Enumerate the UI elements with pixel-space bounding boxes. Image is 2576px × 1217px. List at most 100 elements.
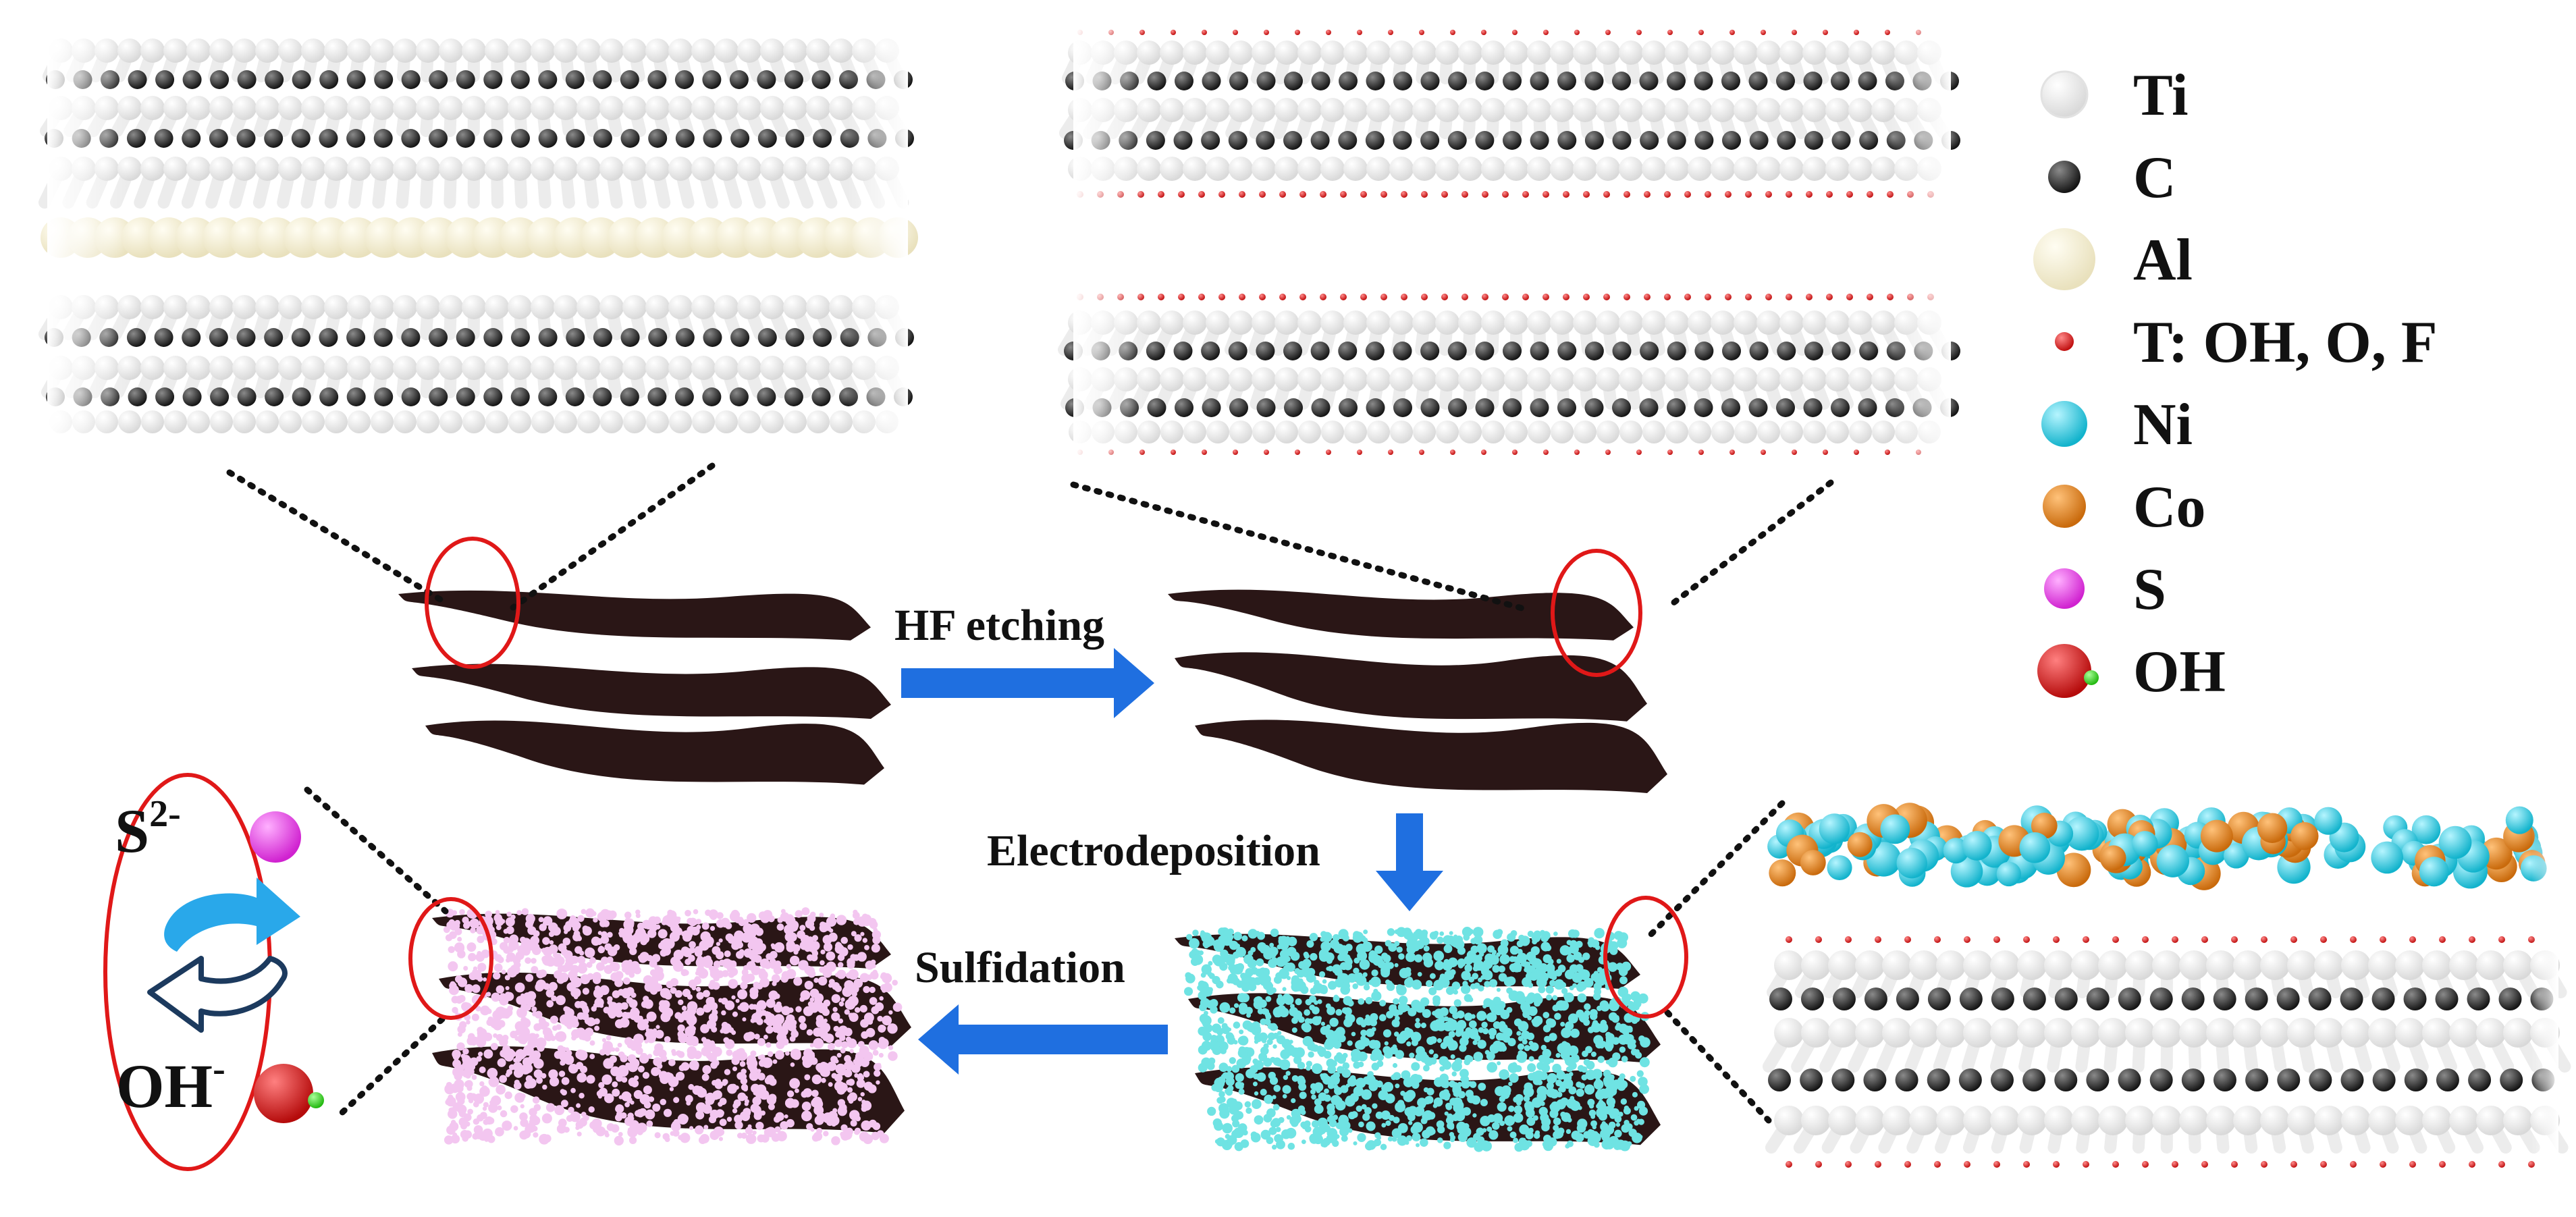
nico-deposit [1186,934,1193,940]
nico-deposit [1605,1031,1611,1038]
c-atom [483,387,503,406]
nico-deposit [1399,996,1408,1005]
ti-atom [554,356,578,380]
t-atom [1178,191,1185,198]
nico-deposit [1387,980,1393,987]
ti-atom [1389,98,1414,122]
nico-deposit [1621,1056,1628,1062]
c-atom [1175,398,1193,417]
nico-deposit [1486,1062,1498,1073]
nico-deposit [1264,1096,1271,1104]
ti-atom [163,356,188,380]
nico-deposit [1524,1082,1533,1091]
sulfide-deposit [712,946,721,955]
ti-atom [1848,310,1873,335]
ti-atom [1274,367,1299,391]
sulfide-deposit [568,1106,574,1114]
sulfide-deposit [691,1038,699,1047]
nico-deposit [1401,1070,1411,1080]
sulfide-deposit [819,1004,825,1011]
sulfide-deposit [673,958,682,968]
t-atom [1450,450,1455,455]
sulfide-deposit [768,1103,775,1110]
sulfide-deposit [743,948,753,958]
nico-deposit [1536,977,1547,988]
sulfide-deposit [645,1109,655,1120]
max-phase-sheets [398,590,891,785]
nico-deposit [1276,1139,1285,1150]
nico-deposit [1258,1032,1268,1042]
ti-atom [1413,421,1436,443]
hydroxide-ion-symbol: OH [116,1052,213,1120]
nico-deposit [1429,931,1438,940]
sulfide-deposit [486,992,491,997]
sulfide-deposit [718,938,723,943]
sulfidation-arrow [918,1004,1168,1075]
sulfide-deposit [630,1100,635,1105]
nico-deposit [1621,994,1630,1002]
ni-atom [2314,807,2342,835]
max-phase-structure [38,27,918,439]
sulfide-deposit [741,1083,749,1091]
nico-deposit [1232,1120,1240,1128]
ti-atom [2503,1018,2533,1048]
nico-deposit [1282,1085,1291,1094]
nico-deposit [1453,1102,1464,1113]
ti-atom [370,157,394,181]
nico-deposit [1615,1123,1621,1127]
ti-atom [623,410,646,433]
sulfide-deposit [689,1126,694,1131]
sulfide-deposit [536,970,545,979]
sulfide-deposit [854,934,862,942]
c-atom [1694,342,1714,360]
ti-atom [1734,421,1757,443]
sulfide-deposit [801,960,809,968]
sulfide-deposit [786,1090,795,1098]
nico-deposit [1638,1135,1643,1139]
nico-deposit [1352,983,1358,990]
sulfide-deposit [857,1074,865,1081]
nico-deposit [1260,1089,1267,1096]
sulfide-deposit [535,1071,543,1078]
t-atom [1664,191,1671,198]
c-atom [675,328,695,347]
nico-deposit [1278,1116,1285,1123]
nico-deposit [1395,1050,1404,1059]
c-atom [1749,342,1769,360]
nico-deposit [1229,1034,1235,1039]
nico-deposit [1192,929,1199,936]
sulfide-deposit [647,1054,652,1059]
c-atom [483,129,503,148]
nico-deposit [1425,979,1433,988]
sulfide-deposit [610,1047,616,1052]
ti-atom [416,356,440,380]
nico-deposit [1606,1091,1614,1099]
sulfide-deposit [732,1066,738,1072]
ti-atom [347,38,371,63]
ti-atom [1320,310,1345,335]
t-atom [2231,1161,2238,1168]
sulfide-deposit [655,1029,664,1039]
sulfide-deposit [719,1098,727,1106]
sulfide-deposit [629,1130,635,1137]
sulfide-deposit [753,1097,758,1102]
sulfide-deposit [826,916,837,927]
ti-atom [1596,310,1620,335]
sulfide-deposit [869,986,876,994]
ti-atom [255,96,279,120]
sulfide-deposit [520,1064,531,1075]
c-atom [429,328,448,347]
sulfide-deposit [660,1000,670,1010]
ti-atom [393,356,417,380]
sulfide-deposit [731,995,736,1000]
c-atom [1175,72,1193,90]
ti-atom [1458,367,1482,391]
nico-deposit [1285,1127,1297,1139]
sulfide-deposit [595,1126,606,1137]
sulfide-deposit [847,944,853,950]
ti-atom [140,356,165,380]
sulfide-deposit [860,931,865,936]
sulfide-deposit [672,1129,680,1137]
c-atom [593,129,612,148]
c-atom [1366,398,1385,417]
